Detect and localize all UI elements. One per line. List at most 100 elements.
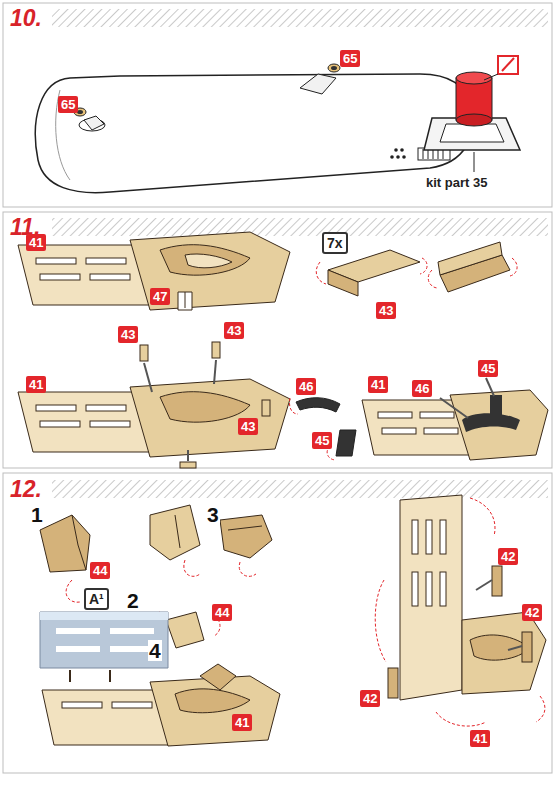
art-line	[474, 152, 475, 172]
art-rect	[212, 342, 220, 358]
art-rect	[3, 3, 552, 207]
art-rect	[440, 520, 446, 554]
art-ellipse	[328, 64, 340, 72]
art-rect	[3, 212, 552, 468]
step-number: 10.	[10, 7, 42, 30]
art-path	[178, 292, 192, 310]
callout-number: 41	[26, 234, 46, 251]
art-path	[450, 390, 548, 460]
callout-number: 45	[312, 432, 332, 449]
art-path	[84, 116, 104, 130]
callout-number: 41	[26, 376, 46, 393]
callout-number: 41	[368, 376, 388, 393]
art-path	[72, 515, 86, 570]
art-path	[66, 580, 80, 602]
art-path	[40, 515, 90, 572]
art-rect	[52, 480, 548, 498]
art-rect	[36, 405, 76, 411]
art-path	[70, 670, 110, 682]
callout-number: 43	[376, 302, 396, 319]
callout-number: 65	[58, 96, 78, 113]
art-line	[484, 74, 498, 80]
callout-number: 46	[296, 378, 316, 395]
callout-number: 41	[470, 730, 490, 747]
art-rect	[36, 258, 76, 264]
art-path	[420, 258, 427, 274]
substep-number: 3	[206, 504, 220, 525]
art-rect	[426, 572, 432, 606]
art-path	[160, 392, 250, 422]
art-path	[436, 712, 486, 726]
substep-number: 4	[148, 640, 162, 661]
art-rect	[112, 702, 152, 708]
art-rect	[52, 218, 548, 236]
art-rect	[490, 395, 502, 417]
art-path	[35, 74, 473, 193]
art-rect	[424, 428, 458, 434]
art-path	[296, 398, 340, 412]
step-number: 12.	[10, 478, 42, 501]
art-line	[187, 450, 189, 461]
art-rect	[62, 702, 102, 708]
art-circle	[394, 148, 398, 152]
art-path	[510, 258, 517, 276]
art-rect	[86, 258, 126, 264]
art-path	[375, 580, 386, 662]
art-rect	[40, 274, 80, 280]
art-circle	[390, 155, 394, 159]
callout-number: 42	[498, 548, 518, 565]
art-path	[289, 398, 298, 414]
art-path	[175, 515, 180, 548]
substep-number: 2	[126, 590, 140, 611]
art-path	[130, 379, 290, 457]
art-path	[185, 254, 232, 268]
art-path	[428, 270, 438, 288]
art-line	[476, 580, 492, 590]
art-path	[462, 612, 546, 694]
art-path	[184, 560, 200, 576]
art-rect	[56, 628, 100, 634]
callout-number: 45	[478, 360, 498, 377]
art-rect	[412, 520, 418, 554]
art-path	[220, 515, 272, 558]
art-rect	[180, 462, 196, 468]
art-path	[400, 495, 462, 700]
art-path	[239, 562, 256, 576]
art-path	[470, 498, 495, 536]
art-rect	[86, 405, 126, 411]
art-path	[160, 245, 250, 275]
art-path	[300, 74, 336, 94]
art-rect	[382, 428, 416, 434]
art-path	[440, 124, 504, 142]
art-circle	[402, 155, 406, 159]
art-line	[144, 363, 152, 392]
art-path	[130, 232, 290, 310]
callout-number: 43	[118, 326, 138, 343]
callout-number: 43	[224, 322, 244, 339]
art-path	[438, 242, 502, 275]
art-line	[508, 646, 522, 650]
boxed-label: A¹	[84, 588, 109, 610]
callout-number: 65	[340, 50, 360, 67]
art-rect	[40, 421, 80, 427]
callout-number: 44	[212, 604, 232, 621]
art-rect	[90, 421, 130, 427]
art-rect	[440, 572, 446, 606]
art-rect	[412, 572, 418, 606]
art-rect	[388, 668, 398, 698]
art-path	[228, 526, 262, 530]
callout-number: 46	[412, 380, 432, 397]
art-path	[316, 262, 326, 284]
art-path	[42, 690, 172, 745]
art-rect	[52, 9, 548, 27]
art-path	[200, 664, 236, 690]
art-path	[502, 58, 514, 71]
art-line	[486, 378, 494, 396]
callout-number: 44	[90, 562, 110, 579]
art-ellipse	[331, 66, 337, 70]
art-circle	[400, 148, 404, 152]
art-line	[440, 398, 468, 418]
art-rect	[498, 56, 518, 74]
